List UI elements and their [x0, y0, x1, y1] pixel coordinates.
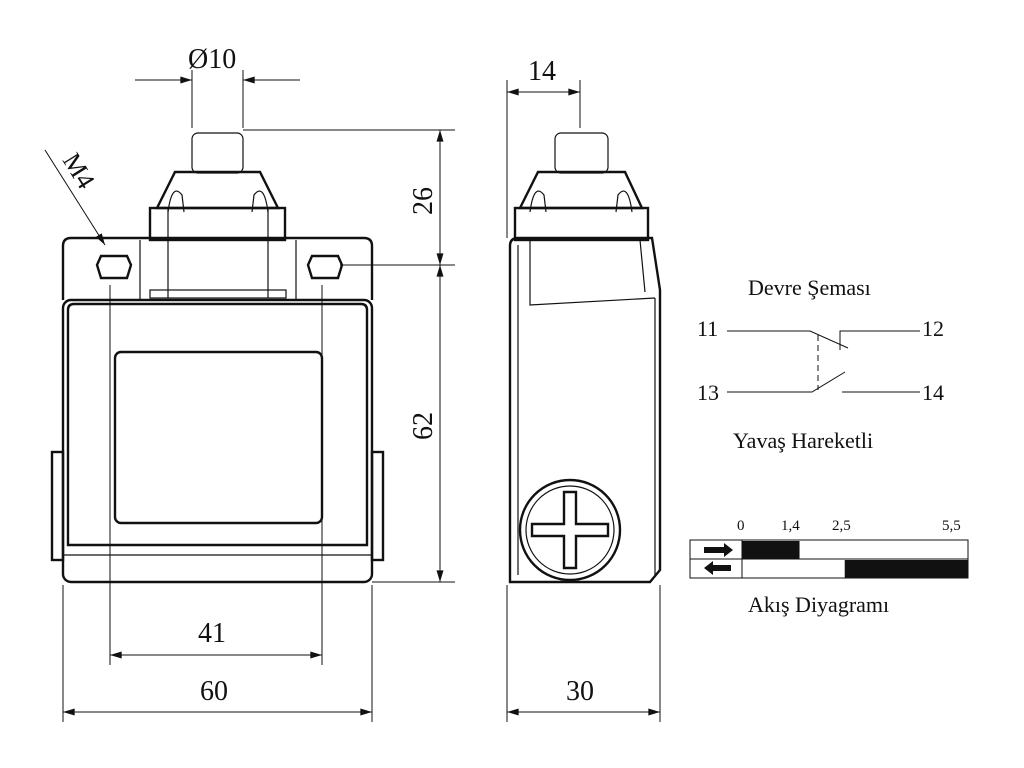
- terminal-11: 11: [697, 316, 718, 341]
- tick-1-4: 1,4: [781, 518, 800, 534]
- width-label: 60: [200, 676, 228, 707]
- circuit-caption: Yavaş Hareketli: [733, 428, 873, 453]
- top-flange: [61, 236, 374, 300]
- tick-0: 0: [737, 518, 745, 534]
- terminal-13: 13: [697, 380, 719, 405]
- thread-label: M4: [57, 148, 101, 194]
- body: [61, 298, 374, 584]
- side-tab-right: [370, 450, 385, 562]
- flow-diagram: 0 1,4 2,5 5,5 Akış Diyagramı: [689, 518, 969, 617]
- plunger-cap: [191, 132, 244, 174]
- forward-closed-bar: [742, 541, 800, 559]
- side-dimensions: 14 30: [506, 56, 661, 722]
- side-view: [508, 132, 662, 584]
- hole-spacing-label: 41: [198, 618, 226, 649]
- mounting-hole-right: [306, 254, 344, 280]
- terminal-12: 12: [922, 316, 944, 341]
- diameter-label: Ø10: [188, 44, 236, 75]
- terminal-14: 14: [922, 380, 944, 405]
- arrow-left-icon: [704, 561, 731, 575]
- front-view: [50, 132, 385, 584]
- side-body: [508, 236, 662, 584]
- side-tab-left: [50, 450, 65, 562]
- return-closed-bar: [844, 560, 968, 578]
- flow-diagram-title: Akış Diyagramı: [748, 592, 889, 617]
- tick-5-5: 5,5: [942, 518, 961, 534]
- circuit-diagram: Devre Şeması 11 12 13 14 Yavaş Hareketli: [697, 275, 944, 453]
- cable-gland: [518, 478, 622, 582]
- mounting-hole-left: [95, 254, 133, 280]
- depth-label: 30: [566, 676, 594, 707]
- plunger-hat: [155, 170, 280, 210]
- circuit-title: Devre Şeması: [748, 275, 871, 300]
- plunger-collar: [148, 206, 287, 242]
- arrow-right-icon: [704, 543, 733, 557]
- plunger-offset-label: 14: [528, 56, 556, 87]
- plunger-height-label: 26: [408, 187, 439, 215]
- tick-2-5: 2,5: [832, 518, 851, 534]
- window: [113, 350, 324, 525]
- body-height-label: 62: [408, 412, 439, 440]
- front-dimensions: Ø10 M4 26 62 41 60: [44, 44, 455, 722]
- cross-screw-icon: [530, 490, 610, 570]
